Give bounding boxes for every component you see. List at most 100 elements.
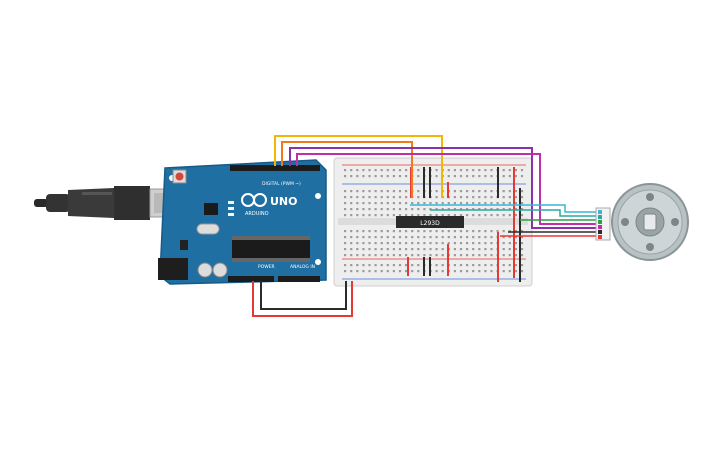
breadboard-hole[interactable] xyxy=(520,270,524,273)
breadboard-hole[interactable] xyxy=(350,202,353,205)
breadboard-hole[interactable] xyxy=(490,230,493,233)
breadboard-hole[interactable] xyxy=(356,169,359,172)
breadboard-hole[interactable] xyxy=(411,208,414,211)
breadboard-hole[interactable] xyxy=(478,190,481,193)
breadboard-hole[interactable] xyxy=(484,254,487,257)
breadboard-hole[interactable] xyxy=(411,242,414,245)
breadboard-hole[interactable] xyxy=(453,202,456,205)
breadboard-hole[interactable] xyxy=(478,196,481,199)
breadboard-hole[interactable] xyxy=(429,230,432,233)
breadboard-hole[interactable] xyxy=(392,208,395,211)
breadboard-hole[interactable] xyxy=(368,236,371,239)
breadboard-hole[interactable] xyxy=(435,214,438,217)
wire-teal[interactable] xyxy=(430,209,598,217)
breadboard-hole[interactable] xyxy=(490,196,493,199)
breadboard-hole[interactable] xyxy=(508,214,511,217)
breadboard-hole[interactable] xyxy=(362,236,365,239)
breadboard-hole[interactable] xyxy=(490,254,493,257)
breadboard-hole[interactable] xyxy=(356,270,359,273)
breadboard-hole[interactable] xyxy=(484,248,487,251)
breadboard-hole[interactable] xyxy=(417,270,420,273)
breadboard-hole[interactable] xyxy=(441,248,444,251)
breadboard-hole[interactable] xyxy=(453,169,456,172)
wire-orange[interactable] xyxy=(281,141,413,198)
breadboard-hole[interactable] xyxy=(472,264,475,267)
breadboard-hole[interactable] xyxy=(417,248,420,251)
breadboard-hole[interactable] xyxy=(417,254,420,257)
breadboard-hole[interactable] xyxy=(478,254,481,257)
breadboard-hole[interactable] xyxy=(459,248,463,251)
breadboard-hole[interactable] xyxy=(453,208,456,211)
breadboard-hole[interactable] xyxy=(344,196,347,199)
wire-black-gnd[interactable] xyxy=(260,281,347,310)
breadboard-hole[interactable] xyxy=(344,230,347,233)
breadboard-hole[interactable] xyxy=(441,270,444,273)
breadboard-hole[interactable] xyxy=(484,169,487,172)
breadboard-hole[interactable] xyxy=(386,175,389,178)
breadboard-hole[interactable] xyxy=(472,248,475,251)
breadboard-hole[interactable] xyxy=(514,214,517,217)
breadboard-hole[interactable] xyxy=(344,248,347,251)
analog-pin-header[interactable] xyxy=(278,276,320,282)
reset-button-cap[interactable] xyxy=(175,172,184,181)
breadboard-hole[interactable] xyxy=(429,242,432,245)
breadboard-hole[interactable] xyxy=(466,242,469,245)
breadboard-hole[interactable] xyxy=(368,248,371,251)
breadboard-hole[interactable] xyxy=(459,202,463,205)
breadboard-hole[interactable] xyxy=(447,242,450,245)
breadboard-hole[interactable] xyxy=(466,248,469,251)
breadboard-hole[interactable] xyxy=(423,230,426,233)
breadboard-hole[interactable] xyxy=(447,214,450,217)
breadboard-hole[interactable] xyxy=(392,196,395,199)
breadboard-hole[interactable] xyxy=(411,214,414,217)
breadboard-hole[interactable] xyxy=(447,230,450,233)
breadboard-hole[interactable] xyxy=(350,208,353,211)
breadboard-hole[interactable] xyxy=(344,236,347,239)
breadboard-hole[interactable] xyxy=(392,190,395,193)
breadboard-hole[interactable] xyxy=(514,196,517,199)
breadboard-hole[interactable] xyxy=(380,190,383,193)
breadboard-hole[interactable] xyxy=(374,214,377,217)
breadboard-hole[interactable] xyxy=(380,270,383,273)
breadboard-hole[interactable] xyxy=(392,169,395,172)
breadboard-hole[interactable] xyxy=(502,254,505,257)
breadboard-wires[interactable] xyxy=(407,167,521,282)
breadboard-hole[interactable] xyxy=(520,190,524,193)
breadboard-hole[interactable] xyxy=(350,196,353,199)
breadboard-hole[interactable] xyxy=(392,202,395,205)
breadboard-hole[interactable] xyxy=(398,208,402,211)
breadboard-hole[interactable] xyxy=(362,208,365,211)
breadboard-hole[interactable] xyxy=(447,202,450,205)
breadboard-hole[interactable] xyxy=(398,270,402,273)
breadboard-hole[interactable] xyxy=(484,270,487,273)
breadboard-hole[interactable] xyxy=(356,254,359,257)
arduino-board[interactable]: UNO ARDUINO DIGITAL (PWM ~) POWER ANALOG… xyxy=(158,159,327,285)
breadboard-hole[interactable] xyxy=(417,214,420,217)
breadboard-hole[interactable] xyxy=(374,169,377,172)
breadboard-hole[interactable] xyxy=(520,254,524,257)
breadboard-hole[interactable] xyxy=(362,169,365,172)
breadboard-hole[interactable] xyxy=(441,202,444,205)
breadboard-hole[interactable] xyxy=(453,248,456,251)
breadboard-hole[interactable] xyxy=(502,264,505,267)
breadboard-hole[interactable] xyxy=(398,214,402,217)
motor-connector[interactable] xyxy=(595,207,611,241)
breadboard-hole[interactable] xyxy=(386,270,389,273)
breadboard-hole[interactable] xyxy=(423,208,426,211)
breadboard-hole[interactable] xyxy=(459,264,463,267)
breadboard-hole[interactable] xyxy=(478,264,481,267)
breadboard-hole[interactable] xyxy=(453,190,456,193)
dc-motor[interactable] xyxy=(611,183,689,261)
breadboard-hole[interactable] xyxy=(478,236,481,239)
breadboard-hole[interactable] xyxy=(356,196,359,199)
breadboard-hole[interactable] xyxy=(429,254,432,257)
breadboard-hole[interactable] xyxy=(405,248,408,251)
breadboard-hole[interactable] xyxy=(490,270,493,273)
breadboard-hole[interactable] xyxy=(453,236,456,239)
breadboard-hole[interactable] xyxy=(380,202,383,205)
wire-cyan[interactable] xyxy=(410,204,598,213)
breadboard-hole[interactable] xyxy=(380,175,383,178)
breadboard-hole[interactable] xyxy=(356,214,359,217)
breadboard-hole[interactable] xyxy=(520,236,524,239)
breadboard-hole[interactable] xyxy=(453,214,456,217)
